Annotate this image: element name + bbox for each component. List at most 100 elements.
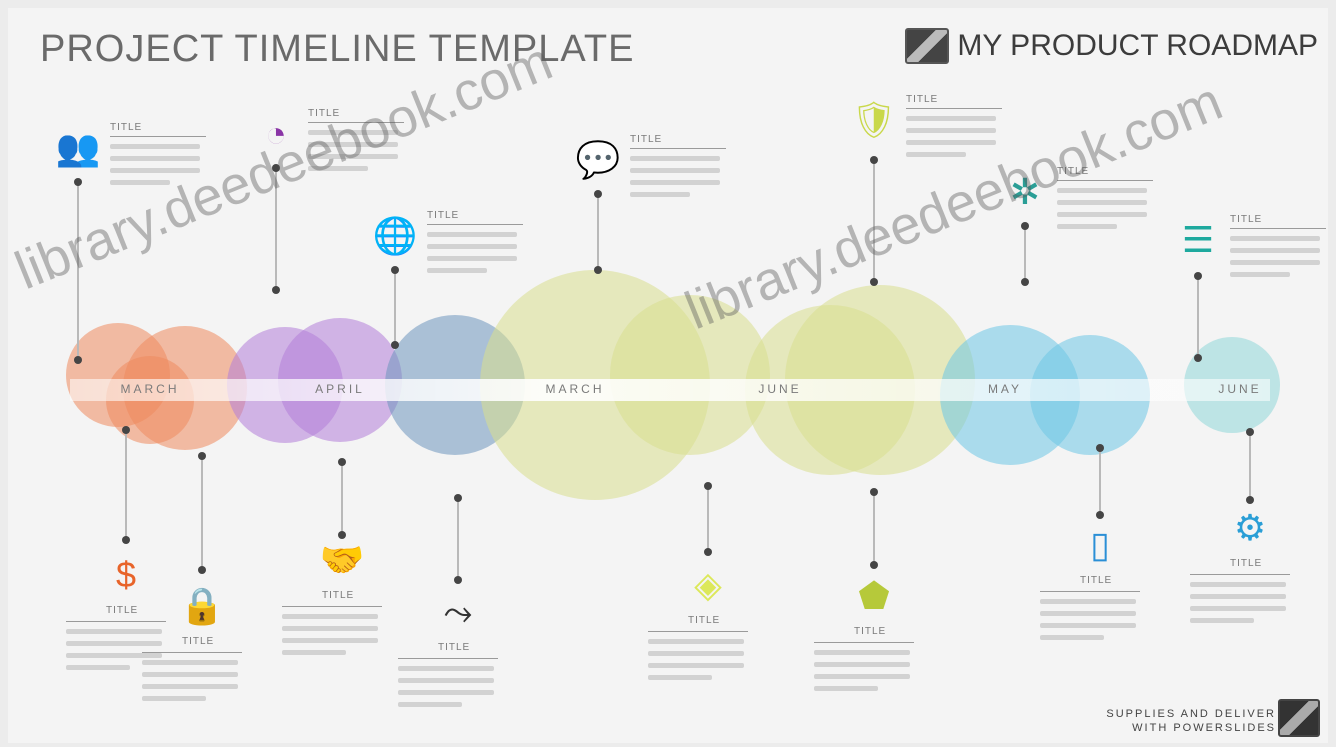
bottom-text-5-0	[814, 650, 910, 655]
bottom-rule-4	[648, 631, 748, 632]
bottom-stem-2	[341, 462, 343, 535]
top-title-6: TITLE	[1230, 214, 1263, 225]
top-stem-3	[597, 194, 599, 270]
bottom-stem-6	[1099, 448, 1101, 515]
top-text-4-1	[906, 128, 996, 133]
bottom-rule-2	[282, 606, 382, 607]
bottom-text-3-3	[398, 702, 462, 707]
footer: SUPPLIES AND DELIVER WITH POWERSLIDES	[1106, 707, 1276, 735]
top-text-0-0	[110, 144, 200, 149]
top-text-3-2	[630, 180, 720, 185]
handshake-icon: 🤝	[319, 539, 365, 580]
bottom-rule-6	[1040, 591, 1140, 592]
top-text-2-0	[427, 232, 517, 237]
top-text-5-3	[1057, 224, 1117, 229]
top-dot-end-4	[870, 278, 878, 286]
tag-icon: ◈	[694, 564, 722, 605]
top-stem-1	[275, 168, 277, 290]
top-text-6-0	[1230, 236, 1320, 241]
top-title-1: TITLE	[308, 108, 341, 119]
bottom-dot-end-6	[1096, 511, 1104, 519]
phase-label-5: JUNE	[1218, 382, 1262, 396]
top-text-2-3	[427, 268, 487, 273]
bottom-stem-1	[201, 456, 203, 570]
footer-line-2: WITH POWERSLIDES	[1132, 722, 1276, 734]
bottom-dot-end-4	[704, 548, 712, 556]
top-rule-0	[110, 136, 206, 137]
top-dot-end-1	[272, 286, 280, 294]
bottom-text-1-1	[142, 672, 238, 677]
top-text-5-2	[1057, 212, 1147, 217]
bottom-text-4-3	[648, 675, 712, 680]
bottom-text-1-2	[142, 684, 238, 689]
logo-icon	[905, 28, 950, 64]
top-text-0-3	[110, 180, 170, 185]
phase-label-0: MARCH	[120, 382, 180, 396]
bottom-text-6-2	[1040, 623, 1136, 628]
bottom-text-5-2	[814, 674, 910, 679]
bottom-text-6-3	[1040, 635, 1104, 640]
bottom-text-4-1	[648, 651, 744, 656]
timeline-band	[70, 379, 1270, 401]
footer-line-1: SUPPLIES AND DELIVER	[1106, 708, 1276, 720]
badge-icon: ⬟	[858, 575, 890, 616]
phone-icon: ▯	[1090, 524, 1110, 565]
bottom-text-0-2	[66, 653, 162, 658]
top-text-2-1	[427, 244, 517, 249]
bottom-title-3: TITLE	[438, 642, 471, 653]
globe-icon: 🌐	[372, 215, 418, 256]
footer-logo-icon	[1278, 699, 1320, 737]
bottom-stem-0	[125, 430, 127, 540]
bottom-text-4-0	[648, 639, 744, 644]
bottom-rule-1	[142, 652, 242, 653]
dollar-icon: $	[115, 554, 137, 595]
top-rule-3	[630, 148, 726, 149]
bottom-text-6-0	[1040, 599, 1136, 604]
bottom-text-6-1	[1040, 611, 1136, 616]
top-text-1-1	[308, 142, 398, 147]
share-icon: ⤳	[443, 590, 473, 632]
bottom-rule-3	[398, 658, 498, 659]
top-rule-6	[1230, 228, 1326, 229]
top-stem-4	[873, 160, 875, 282]
top-title-3: TITLE	[630, 134, 663, 145]
top-text-3-0	[630, 156, 720, 161]
top-text-0-2	[110, 168, 200, 173]
shield-icon: 🛡	[851, 99, 897, 140]
top-rule-2	[427, 224, 523, 225]
top-text-1-2	[308, 154, 398, 159]
top-text-5-1	[1057, 200, 1147, 205]
bottom-dot-end-7	[1246, 496, 1254, 504]
top-dot-6	[1194, 272, 1202, 280]
gear-icon: ⚙	[1233, 507, 1267, 548]
top-text-6-1	[1230, 248, 1320, 253]
bottom-text-7-3	[1190, 618, 1254, 623]
phase-label-1: APRIL	[315, 382, 365, 396]
chat-bubble-icon: 💬	[575, 139, 621, 180]
top-rule-4	[906, 108, 1002, 109]
top-text-5-0	[1057, 188, 1147, 193]
bottom-dot-1	[198, 452, 206, 460]
top-dot-5	[1021, 222, 1029, 230]
bottom-text-7-1	[1190, 594, 1286, 599]
top-text-6-3	[1230, 272, 1290, 277]
phase-label-4: MAY	[987, 382, 1023, 396]
top-title-5: TITLE	[1057, 166, 1090, 177]
top-dot-end-5	[1021, 278, 1029, 286]
top-dot-1	[272, 164, 280, 172]
top-dot-2	[391, 266, 399, 274]
bottom-dot-3	[454, 494, 462, 502]
top-dot-end-0	[74, 356, 82, 364]
top-text-3-3	[630, 192, 690, 197]
brand-name: MY PRODUCT ROADMAP	[957, 29, 1318, 62]
top-text-1-3	[308, 166, 368, 171]
bottom-text-7-0	[1190, 582, 1286, 587]
bottom-dot-0	[122, 426, 130, 434]
bottom-title-2: TITLE	[322, 590, 355, 601]
bottom-text-5-3	[814, 686, 878, 691]
bottom-text-2-2	[282, 638, 378, 643]
top-rule-5	[1057, 180, 1153, 181]
bottom-dot-end-0	[122, 536, 130, 544]
bottom-dot-end-5	[870, 561, 878, 569]
bottom-dot-5	[870, 488, 878, 496]
